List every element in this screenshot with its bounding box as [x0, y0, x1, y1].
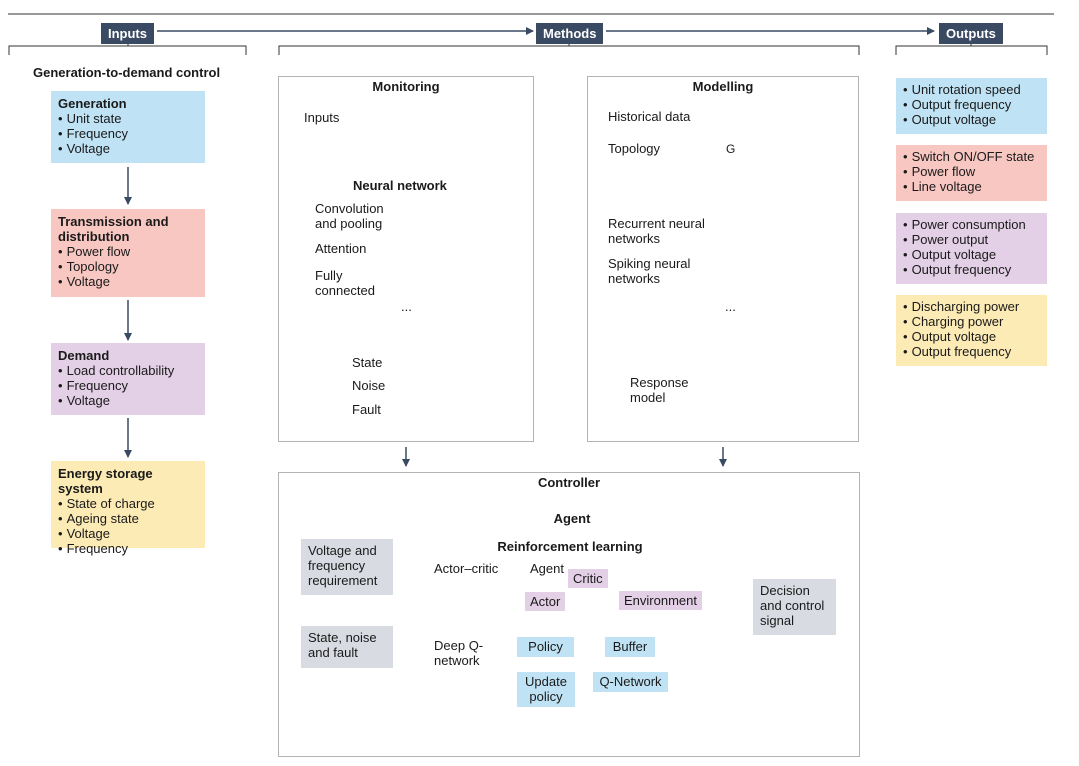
- card-energy-storage: Energy storage system State of charge Ag…: [51, 461, 205, 556]
- modelling-ellipsis: ...: [725, 299, 736, 314]
- modelling-title: Modelling: [692, 79, 754, 94]
- actor-node: Actor: [525, 592, 566, 611]
- list-item: Unit rotation speed: [903, 82, 1040, 97]
- list-item: Ageing state: [58, 511, 198, 526]
- list-item: Discharging power: [903, 299, 1040, 314]
- fully-connected-label: Fully connected: [315, 268, 375, 298]
- dqn-label: Deep Q-network: [434, 638, 484, 668]
- list-item: Line voltage: [903, 179, 1040, 194]
- list-item: Charging power: [903, 314, 1040, 329]
- monitoring-panel: [278, 76, 534, 442]
- topology-generator-label: G: [726, 142, 736, 156]
- header-methods: Methods: [536, 23, 604, 44]
- header-inputs: Inputs: [101, 23, 154, 44]
- output-group-transmission: Switch ON/OFF state Power flow Line volt…: [896, 145, 1047, 201]
- monitoring-title: Monitoring: [372, 79, 440, 94]
- q-network-node: Q-Network: [593, 672, 668, 692]
- list-item: Voltage: [58, 141, 198, 156]
- output-group-demand: Power consumption Power output Output vo…: [896, 213, 1047, 284]
- list-item: Output voltage: [903, 112, 1040, 127]
- list-item: Frequency: [58, 126, 198, 141]
- rnn-label: Recurrent neural networks: [608, 216, 705, 246]
- attention-label: Attention: [315, 241, 367, 256]
- list-item: Switch ON/OFF state: [903, 149, 1040, 164]
- list-item: Power output: [903, 232, 1040, 247]
- environment-node: Environment: [619, 591, 702, 610]
- policy-node: Policy: [517, 637, 574, 657]
- controller-input-state: State, noise and fault: [301, 626, 393, 668]
- card-title: Transmission and distribution: [58, 214, 169, 244]
- nn-ellipsis: ...: [401, 299, 412, 314]
- agent-title: Agent: [553, 511, 591, 526]
- historical-data-label: Historical data: [608, 109, 691, 124]
- fault-label: Fault: [352, 402, 381, 417]
- buffer-node: Buffer: [605, 637, 655, 657]
- list-item: Frequency: [58, 541, 198, 556]
- response-model-label: Response model: [630, 375, 689, 405]
- card-title: Energy storage system: [58, 466, 153, 496]
- monitoring-inputs-label: Inputs: [304, 110, 340, 125]
- list-item: Load controllability: [58, 363, 198, 378]
- rl-title: Reinforcement learning: [497, 539, 643, 554]
- card-demand: Demand Load controllability Frequency Vo…: [51, 343, 205, 415]
- decision-control-output: Decision and control signal: [753, 579, 836, 635]
- list-item: Output voltage: [903, 329, 1040, 344]
- card-transmission: Transmission and distribution Power flow…: [51, 209, 205, 297]
- agent-small-label: Agent: [530, 561, 564, 576]
- card-title: Demand: [58, 348, 110, 363]
- output-group-storage: Discharging power Charging power Output …: [896, 295, 1047, 366]
- output-group-generation: Unit rotation speed Output frequency Out…: [896, 78, 1047, 134]
- list-item: Power flow: [58, 244, 198, 259]
- list-item: Voltage: [58, 393, 198, 408]
- list-item: Topology: [58, 259, 198, 274]
- conv-label: Convolution and pooling: [315, 201, 384, 231]
- controller-title: Controller: [537, 475, 601, 490]
- list-item: Output frequency: [903, 344, 1040, 359]
- state-label: State: [352, 355, 383, 370]
- left-title: Generation-to-demand control: [33, 65, 221, 80]
- list-item: Power consumption: [903, 217, 1040, 232]
- list-item: State of charge: [58, 496, 198, 511]
- critic-node: Critic: [568, 569, 608, 588]
- list-item: Power flow: [903, 164, 1040, 179]
- update-policy-node: Update policy: [517, 672, 575, 707]
- snn-label: Spiking neural networks: [608, 256, 691, 286]
- controller-input-requirement: Voltage and frequency requirement: [301, 539, 393, 595]
- actor-critic-label: Actor–critic: [434, 561, 499, 576]
- list-item: Unit state: [58, 111, 198, 126]
- list-item: Output frequency: [903, 262, 1040, 277]
- modelling-panel: [587, 76, 859, 442]
- card-title: Generation: [58, 96, 127, 111]
- header-outputs: Outputs: [939, 23, 1003, 44]
- card-generation: Generation Unit state Frequency Voltage: [51, 91, 205, 163]
- list-item: Frequency: [58, 378, 198, 393]
- noise-label: Noise: [352, 378, 386, 393]
- list-item: Output voltage: [903, 247, 1040, 262]
- list-item: Voltage: [58, 526, 198, 541]
- list-item: Output frequency: [903, 97, 1040, 112]
- topology-label: Topology: [608, 141, 661, 156]
- list-item: Voltage: [58, 274, 198, 289]
- neural-network-title: Neural network: [353, 178, 447, 193]
